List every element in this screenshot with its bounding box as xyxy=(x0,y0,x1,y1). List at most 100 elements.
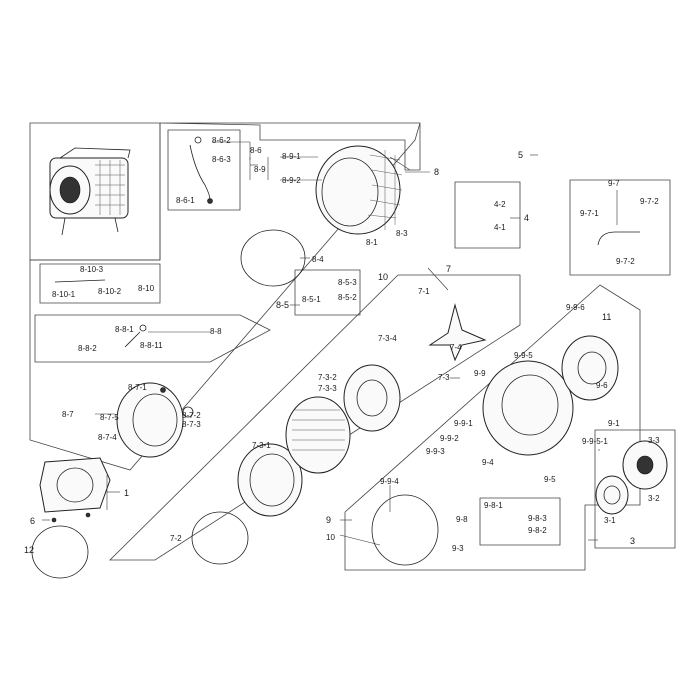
label-7-3-4: 7-3-4 xyxy=(378,334,397,343)
label-8-5: 8-5 xyxy=(276,300,289,310)
frame-section-8-5 xyxy=(294,269,361,316)
frame-section-9-8 xyxy=(479,497,561,546)
label-8-1: 8-1 xyxy=(366,238,378,247)
label-8-6-2: 8-6-2 xyxy=(212,136,231,145)
label-9-7-1: 9-7-1 xyxy=(580,209,599,218)
frame-section-3 xyxy=(594,429,676,549)
label-8-5-3: 8-5-3 xyxy=(338,278,357,287)
label-8-10-3: 8-10-3 xyxy=(80,265,104,274)
label-8-8-11: 8-8-11 xyxy=(140,341,163,350)
label-8: 8 xyxy=(434,167,439,177)
bracket-1-illustration xyxy=(39,457,111,523)
label-7-3-2: 7-3-2 xyxy=(318,373,337,382)
label-11: 11 xyxy=(602,312,611,322)
label-9-7-2-bottom: 9-7-2 xyxy=(616,257,635,266)
label-8-10-2: 8-10-2 xyxy=(98,287,122,296)
label-7-3-1: 7-3-1 xyxy=(252,441,271,450)
assembled-drum-illustration xyxy=(49,147,131,236)
part-labels: 8-6-2 8-6 8-6-3 8-6-1 8-9-1 8-9 8-9-2 8 … xyxy=(24,136,660,555)
tub-rear-8-illustration xyxy=(315,145,403,235)
label-1: 1 xyxy=(124,488,129,498)
label-9-3: 9-3 xyxy=(452,544,464,553)
label-8-7-5: 8-7-5 xyxy=(100,413,119,422)
label-9: 9 xyxy=(326,515,331,525)
label-8-9-1: 8-9-1 xyxy=(282,152,301,161)
spider-7-4 xyxy=(428,303,487,362)
label-3: 3 xyxy=(630,536,635,546)
label-5: 5 xyxy=(518,150,523,160)
label-8-5-1: 8-5-1 xyxy=(302,295,321,304)
label-3-2: 3-2 xyxy=(648,494,660,503)
label-8-10-1: 8-10-1 xyxy=(52,290,76,299)
label-9-9-4: 9-9-4 xyxy=(380,477,399,486)
label-10-upper: 10 xyxy=(378,272,388,282)
ring-7-2 xyxy=(191,511,249,565)
label-9-9-5-1: 9-9-5-1 xyxy=(582,437,608,446)
label-8-10: 8-10 xyxy=(138,284,155,293)
label-8-4: 8-4 xyxy=(312,255,324,264)
label-12: 12 xyxy=(24,545,34,555)
label-9-9: 9-9 xyxy=(474,369,486,378)
label-8-7: 8-7 xyxy=(62,410,74,419)
ring-12 xyxy=(31,525,89,579)
frame-section-4 xyxy=(454,181,521,249)
label-9-5: 9-5 xyxy=(544,475,556,484)
frame-section-8-6 xyxy=(167,129,241,211)
label-9-7-2-top: 9-7-2 xyxy=(640,197,659,206)
label-8-7-2: 8-7-2 xyxy=(182,411,201,420)
label-9-8-3: 9-8-3 xyxy=(528,514,547,523)
label-3-3: 3-3 xyxy=(648,436,660,445)
label-9-9-6: 9-9-6 xyxy=(566,303,585,312)
label-9-8-2: 9-8-2 xyxy=(528,526,547,535)
frame-section-9-7 xyxy=(569,179,671,276)
label-9-9-5: 9-9-5 xyxy=(514,351,533,360)
label-8-8-2: 8-8-2 xyxy=(78,344,97,353)
label-8-5-2: 8-5-2 xyxy=(338,293,357,302)
leader-lines xyxy=(42,141,618,546)
label-8-9-2: 8-9-2 xyxy=(282,176,301,185)
label-8-7-3: 8-7-3 xyxy=(182,420,201,429)
label-4-1: 4-1 xyxy=(494,223,506,232)
label-9-1: 9-1 xyxy=(608,419,620,428)
label-8-6-3: 8-6-3 xyxy=(212,155,231,164)
label-8-8: 8-8 xyxy=(210,327,222,336)
label-4: 4 xyxy=(524,213,529,223)
ring-10-lower xyxy=(371,494,439,566)
label-8-3: 8-3 xyxy=(396,229,408,238)
label-8-9: 8-9 xyxy=(254,165,266,174)
label-8-8-1: 8-8-1 xyxy=(115,325,134,334)
label-8-7-1: 8-7-1 xyxy=(128,383,147,392)
label-9-9-2: 9-9-2 xyxy=(440,434,459,443)
label-9-9-3: 9-9-3 xyxy=(426,447,445,456)
label-10-lower: 10 xyxy=(326,533,335,542)
label-7-4: 7-4 xyxy=(450,343,462,352)
hose-9-7-illustration xyxy=(597,231,640,246)
frame-section-8-10 xyxy=(39,263,161,304)
frame-section-8 xyxy=(159,122,421,171)
label-3-1: 3-1 xyxy=(604,516,616,525)
hose-8-6-illustration xyxy=(189,136,213,204)
label-8-7-4: 8-7-4 xyxy=(98,433,117,442)
label-9-6: 9-6 xyxy=(596,381,608,390)
drum-7-3-illustration xyxy=(343,364,401,432)
label-9-9-1: 9-9-1 xyxy=(454,419,473,428)
label-9-8-1: 9-8-1 xyxy=(484,501,503,510)
label-8-6-1: 8-6-1 xyxy=(176,196,195,205)
front-tub-8-7-illustration xyxy=(116,382,194,458)
hose-8-8-illustration xyxy=(124,324,147,348)
label-7-2: 7-2 xyxy=(170,534,182,543)
label-4-2: 4-2 xyxy=(494,200,506,209)
label-7-3-3: 7-3-3 xyxy=(318,384,337,393)
label-7-3: 7-3 xyxy=(438,373,450,382)
label-7: 7 xyxy=(446,264,451,274)
frame-assembled-washer xyxy=(29,122,161,261)
motor-3-illustration xyxy=(595,440,668,515)
label-6: 6 xyxy=(30,516,35,526)
label-9-4: 9-4 xyxy=(482,458,494,467)
drum-7-3-3-illustration xyxy=(285,396,351,474)
label-9-8: 9-8 xyxy=(456,515,468,524)
label-8-6: 8-6 xyxy=(250,146,262,155)
drum-7-3-1-illustration xyxy=(237,443,303,517)
ring-8-4 xyxy=(240,229,306,287)
